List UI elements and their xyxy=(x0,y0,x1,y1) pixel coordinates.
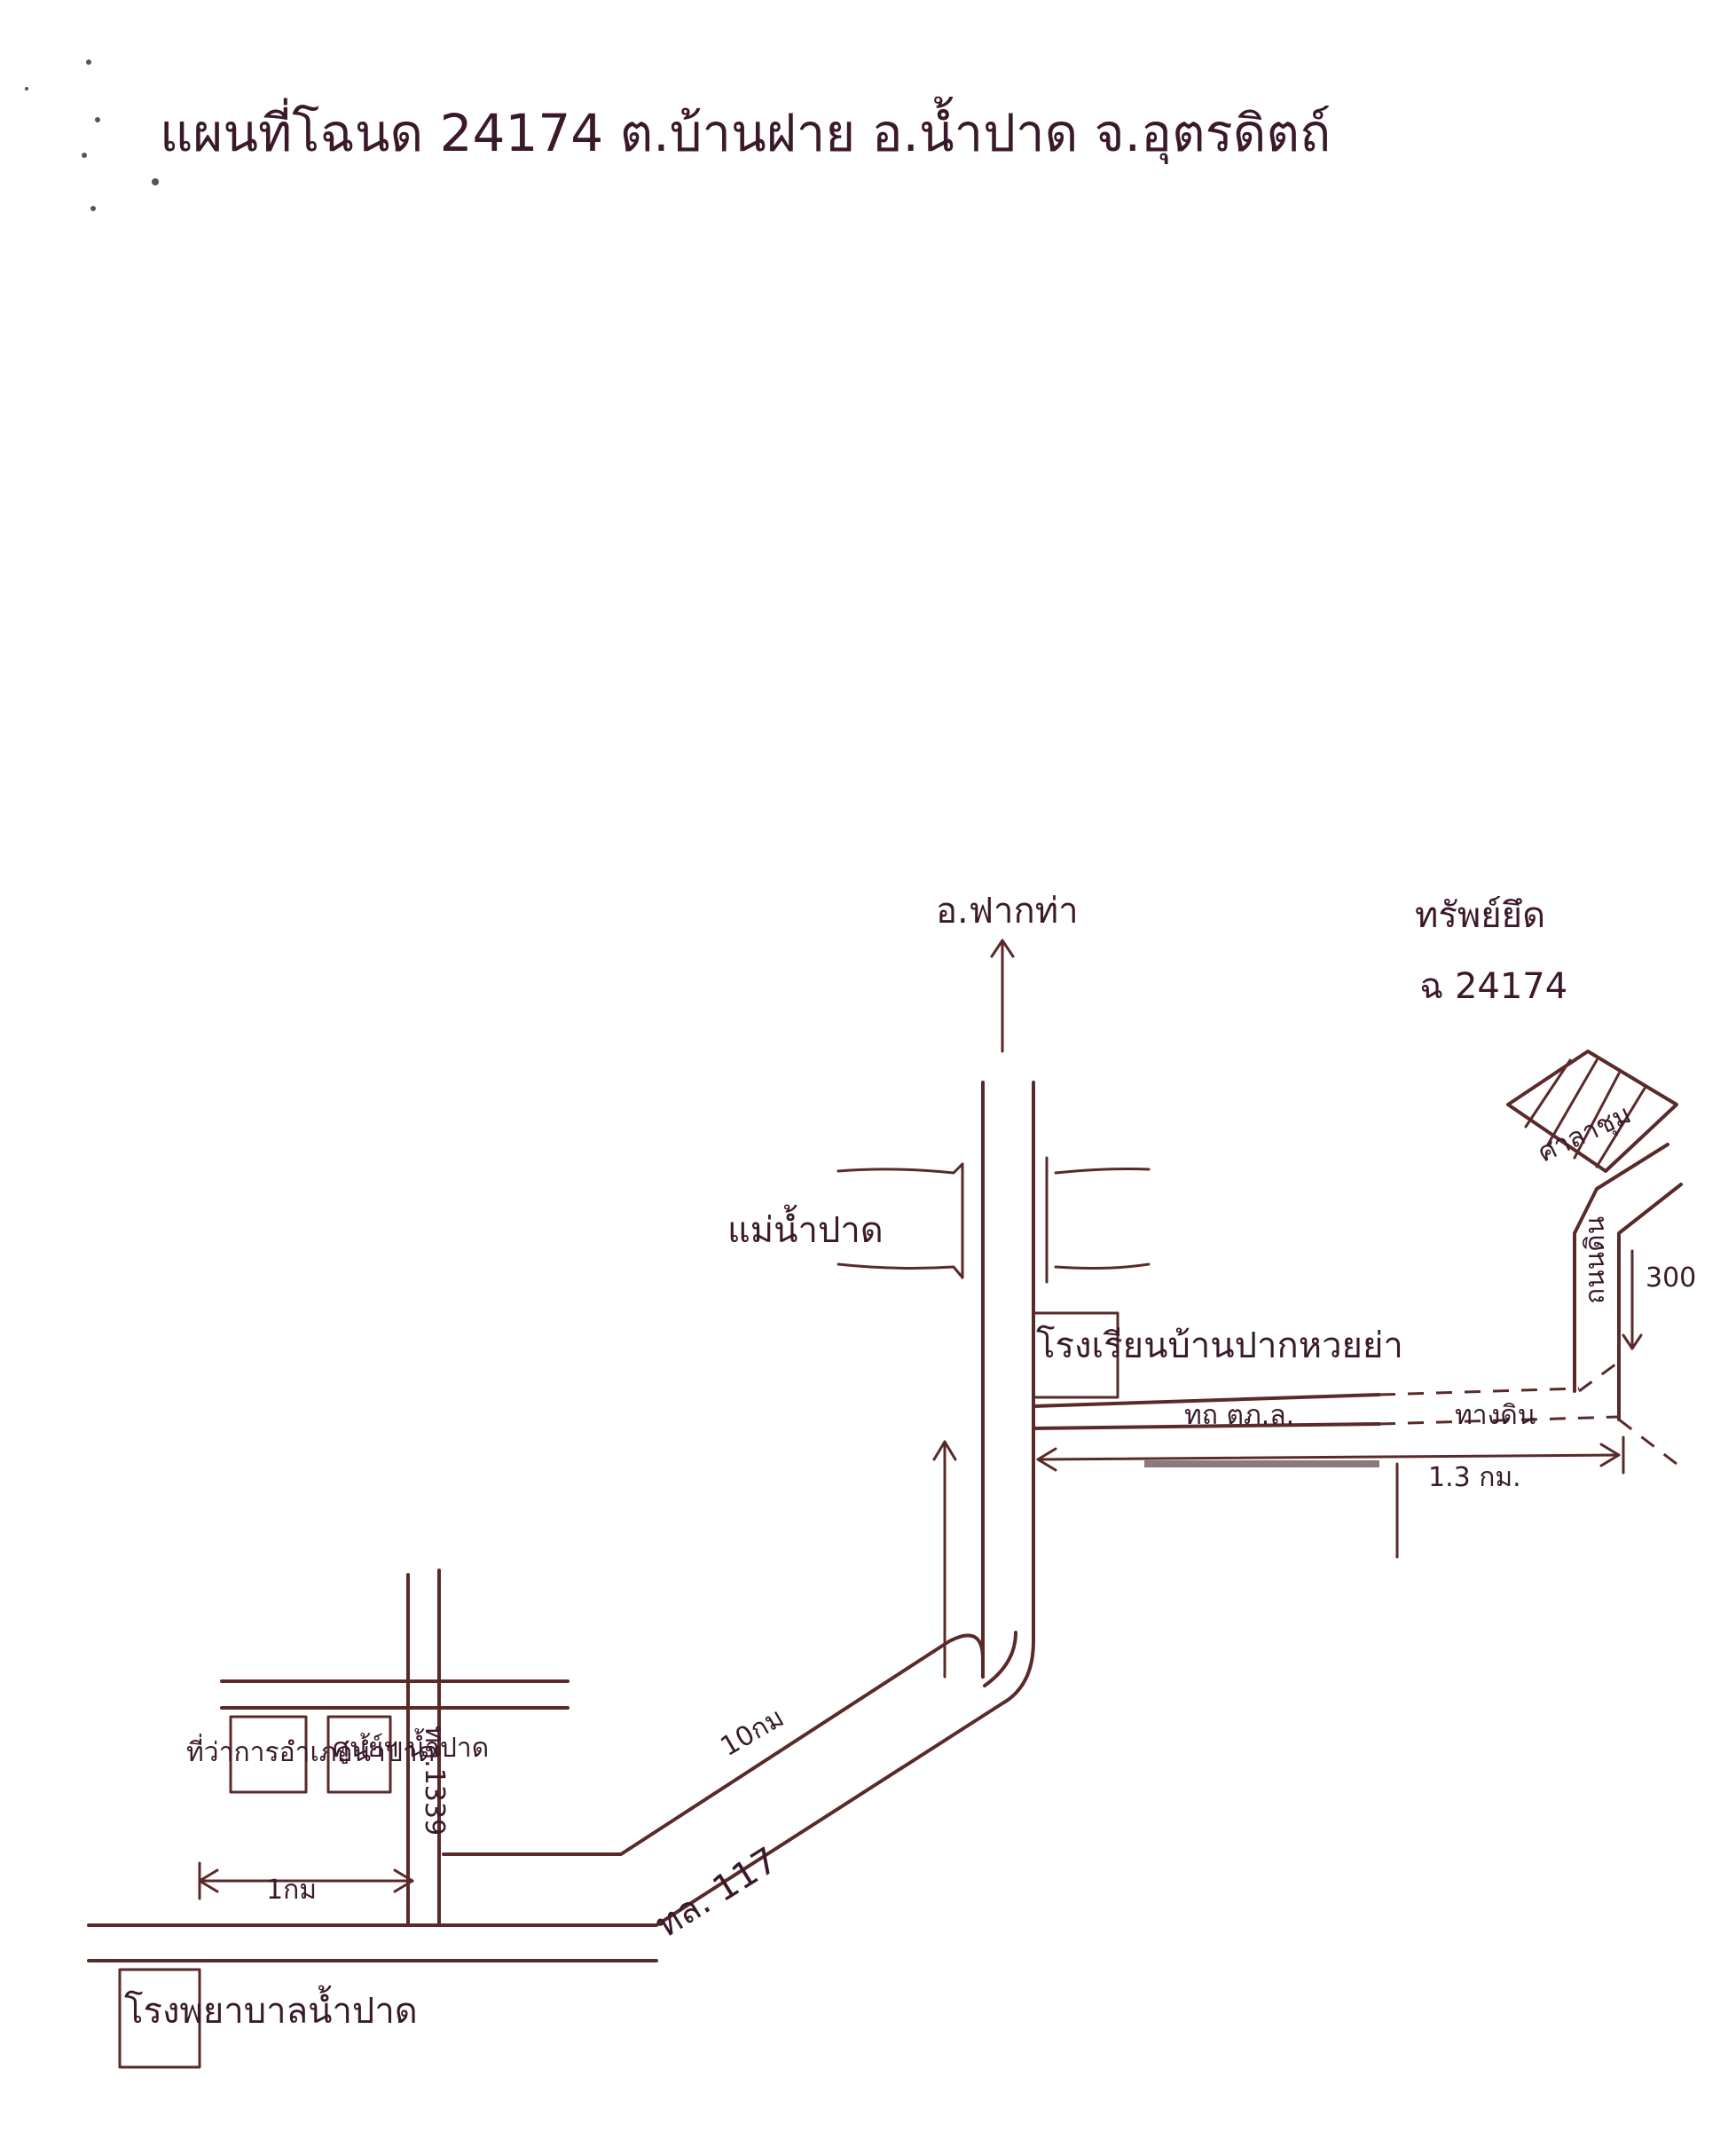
center-label: ศูนย์ฯ น้ำปาด xyxy=(333,1728,489,1764)
highway-1339-label: ทล.1339 xyxy=(419,1726,450,1836)
river-label: แม่น้ำปาด xyxy=(727,1204,884,1251)
parcel-hatched xyxy=(1506,1050,1678,1173)
highway-117-label: ทล. 117 xyxy=(648,1840,785,1947)
margin-marks xyxy=(25,59,159,211)
river-banks xyxy=(837,1156,1151,1284)
center-building xyxy=(326,1715,392,1794)
distance-1km: 1กม xyxy=(266,1875,317,1906)
map-title: แผนที่โฉนด 24174 ต.บ้านฝาย อ.น้ำปาด จ.อุ… xyxy=(160,97,1331,165)
second-road-label: ทางดิน xyxy=(1455,1400,1536,1431)
district-office-building xyxy=(229,1715,308,1794)
school-building xyxy=(1032,1311,1119,1399)
highway-1339 xyxy=(87,1569,658,1962)
highway-117 xyxy=(87,1617,1035,1927)
hospital-building xyxy=(118,1968,201,2069)
distance-10km-arrow xyxy=(442,1440,957,1856)
distance-1-3km-arrow xyxy=(1036,1435,1625,1559)
hospital-label: โรงพยาบาลน้ำปาด xyxy=(124,1985,418,2032)
distance-300: 300 xyxy=(1646,1262,1696,1294)
school-label: โรงเรียนบ้านปากหวยย่า xyxy=(1036,1325,1403,1366)
road-north xyxy=(981,1081,1035,1679)
district-office-label: ที่ว่าการอำเภอน้ำปาด xyxy=(186,1733,435,1768)
destination-label: อ.ฟากท่า xyxy=(936,891,1079,932)
dirt-road xyxy=(1573,1143,1683,1466)
parcel-deed: ฉ 24174 xyxy=(1419,966,1567,1007)
parcel-name: ทรัพย์ยึด xyxy=(1415,895,1545,936)
local-road-label: ทถ ตภ.ล. xyxy=(1184,1400,1294,1431)
road-east xyxy=(1032,1387,1620,1430)
dirt-road-label: ถนนดิน xyxy=(1580,1216,1611,1304)
distance-1-3km: 1.3 กม. xyxy=(1428,1462,1521,1493)
distance-1km-arrow xyxy=(198,1861,414,1900)
arrow-north-icon xyxy=(990,939,1015,1053)
